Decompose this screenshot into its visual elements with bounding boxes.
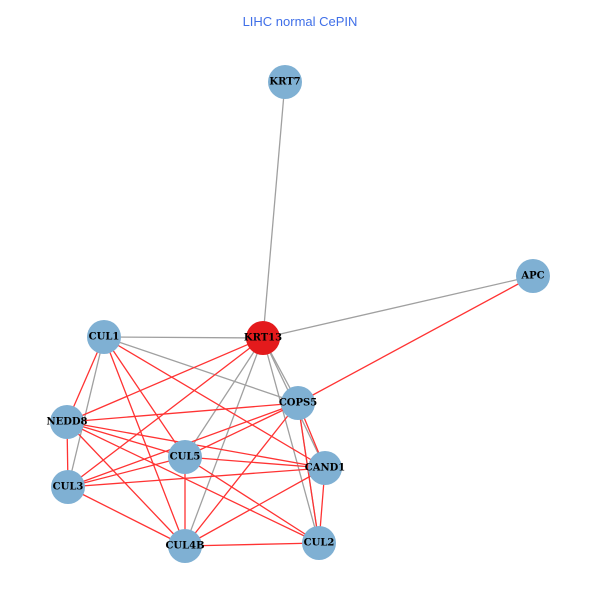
node-circle bbox=[51, 470, 85, 504]
node-label: APC bbox=[520, 271, 544, 282]
edge-cul5-cand1 bbox=[184, 456, 326, 469]
edge-nedd8-cul4b bbox=[66, 421, 186, 547]
node-label: CUL3 bbox=[53, 482, 84, 493]
node-label: KRT7 bbox=[269, 77, 300, 88]
edge-cul4b-cul2 bbox=[184, 542, 320, 547]
edge-cul1-cul5 bbox=[103, 336, 186, 458]
edge-krt13-cul4b bbox=[184, 337, 264, 547]
node-circle bbox=[281, 386, 315, 420]
edge-apc-cops5 bbox=[297, 275, 534, 404]
node-label: CUL2 bbox=[304, 538, 335, 549]
node-circle bbox=[168, 440, 202, 474]
edge-cul3-cul5 bbox=[67, 456, 186, 488]
node-nedd8[interactable]: NEDD8 bbox=[46, 405, 88, 439]
figure-title: LIHC normal CePIN bbox=[242, 14, 358, 29]
edge-cul1-cops5 bbox=[103, 336, 299, 404]
node-label: CUL1 bbox=[89, 332, 120, 343]
node-krt7[interactable]: KRT7 bbox=[268, 65, 302, 99]
node-label: CUL5 bbox=[170, 452, 201, 463]
edge-cul3-cand1 bbox=[67, 467, 326, 488]
node-circle bbox=[50, 405, 84, 439]
edge-cul3-cul4b bbox=[67, 486, 186, 547]
node-cul1[interactable]: CUL1 bbox=[87, 320, 121, 354]
node-label: NEDD8 bbox=[46, 417, 87, 428]
edge-cand1-cul4b bbox=[184, 467, 326, 547]
edge-cul5-cul2 bbox=[184, 456, 320, 544]
edge-cops5-cul4b bbox=[184, 402, 299, 547]
node-label: KRT13 bbox=[244, 333, 282, 344]
edge-cul1-cand1 bbox=[103, 336, 326, 469]
node-cul5[interactable]: CUL5 bbox=[168, 440, 202, 474]
edge-nedd8-cul2 bbox=[66, 421, 320, 544]
node-circle bbox=[246, 321, 280, 355]
edge-nedd8-cops5 bbox=[66, 402, 299, 423]
node-krt13[interactable]: KRT13 bbox=[244, 321, 282, 355]
node-label: COPS5 bbox=[279, 398, 317, 409]
node-label: CUL4B bbox=[165, 541, 204, 552]
node-circle bbox=[87, 320, 121, 354]
edge-krt13-nedd8 bbox=[66, 337, 264, 423]
edge-cul5-cops5 bbox=[184, 402, 299, 458]
edge-krt13-cul2 bbox=[262, 337, 320, 544]
edge-krt7-krt13 bbox=[262, 81, 286, 339]
node-label: CAND1 bbox=[305, 463, 346, 474]
node-cul2[interactable]: CUL2 bbox=[302, 526, 336, 560]
node-apc[interactable]: APC bbox=[516, 259, 550, 293]
node-cops5[interactable]: COPS5 bbox=[279, 386, 317, 420]
edge-krt13-cul5 bbox=[184, 337, 264, 458]
edge-cul1-cul3 bbox=[67, 336, 105, 488]
edge-apc-krt13 bbox=[262, 275, 534, 339]
node-cul4b[interactable]: CUL4B bbox=[165, 529, 205, 563]
edge-cul1-cul4b bbox=[103, 336, 186, 547]
node-circle bbox=[302, 526, 336, 560]
edge-krt13-cul3 bbox=[67, 337, 264, 488]
node-cul3[interactable]: CUL3 bbox=[51, 470, 85, 504]
node-circle bbox=[308, 451, 342, 485]
node-circle bbox=[168, 529, 202, 563]
node-circle bbox=[516, 259, 550, 293]
node-circle bbox=[268, 65, 302, 99]
edge-cops5-cul2 bbox=[297, 402, 320, 544]
node-cand1[interactable]: CAND1 bbox=[305, 451, 346, 485]
edge-cul1-krt13 bbox=[103, 336, 264, 339]
